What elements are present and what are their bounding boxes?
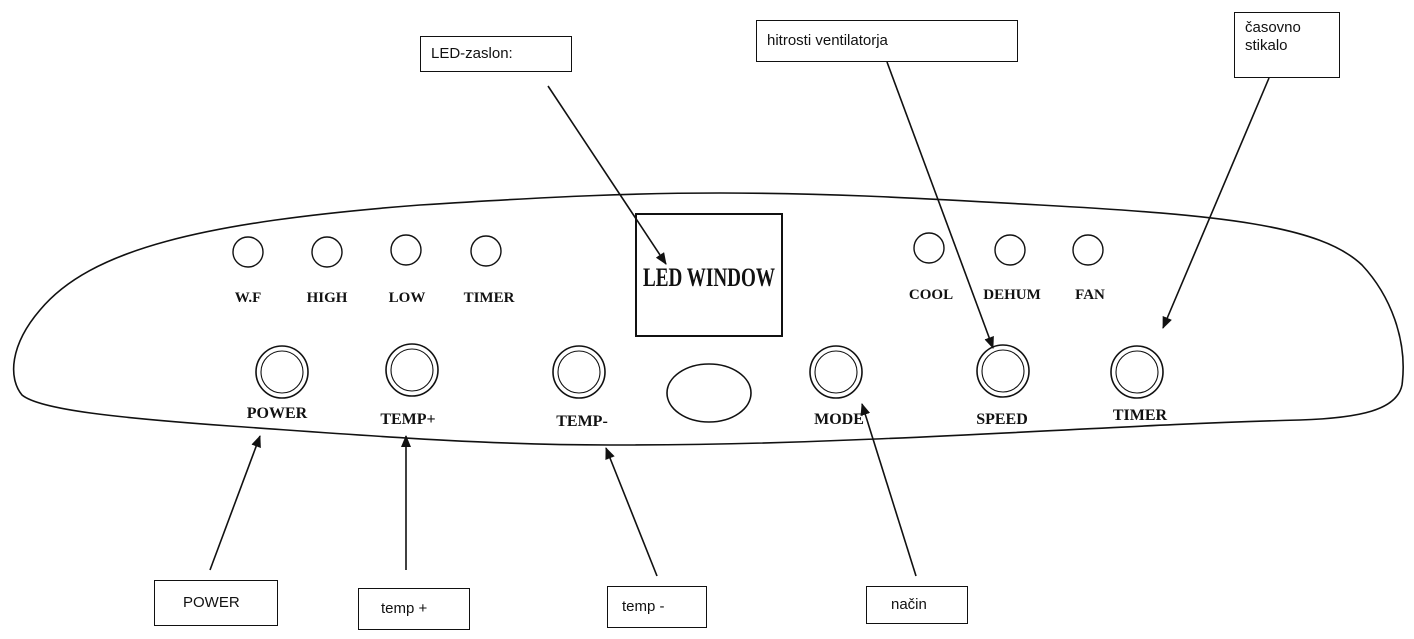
- indicator-light: [470, 235, 502, 267]
- indicator-light: [232, 236, 264, 268]
- panel-outline: [12, 192, 1404, 446]
- callout-timer-switch-text: časovno stikalo: [1245, 19, 1301, 54]
- button-label-speed: SPEED: [976, 411, 1028, 428]
- indicator-label-wf: W.F: [235, 290, 262, 306]
- callout-temp-minus: temp -: [607, 586, 707, 628]
- indicator-label-dehum: DEHUM: [983, 287, 1041, 303]
- indicator-label-low: LOW: [389, 290, 426, 306]
- speed-button[interactable]: [976, 344, 1030, 398]
- timer-button[interactable]: [1110, 345, 1164, 399]
- mode-button[interactable]: [809, 345, 863, 399]
- indicator-label-fan: FAN: [1075, 287, 1105, 303]
- indicator-label-timer: TIMER: [464, 290, 515, 306]
- button-label-temp-minus: TEMP-: [556, 413, 608, 430]
- callout-timer-switch: časovno stikalo: [1234, 12, 1340, 78]
- arrow-mode: [860, 403, 917, 577]
- callout-mode: način: [866, 586, 968, 624]
- callout-temp-plus: temp +: [358, 588, 470, 630]
- temp-plus-button[interactable]: [385, 343, 439, 397]
- led-window: LED WINDOW: [635, 213, 783, 337]
- button-label-temp-plus: TEMP+: [380, 411, 435, 428]
- arrow-power: [209, 435, 261, 571]
- led-window-label: LED WINDOW: [643, 263, 775, 292]
- temp-minus-button[interactable]: [552, 345, 606, 399]
- indicator-light: [994, 234, 1026, 266]
- indicator-light: [311, 236, 343, 268]
- indicator-light: [1072, 234, 1104, 266]
- center-oval: [666, 363, 752, 423]
- callout-led-display: LED-zaslon:: [420, 36, 572, 72]
- power-button[interactable]: [255, 345, 309, 399]
- indicator-label-cool: COOL: [909, 287, 953, 303]
- indicator-light: [913, 232, 945, 264]
- callout-fan-speed: hitrosti ventilatorja: [756, 20, 1018, 62]
- arrow-fan-speed: [886, 61, 994, 349]
- arrow-timer-switch: [1162, 77, 1270, 329]
- arrow-led: [547, 85, 667, 265]
- callout-power: POWER: [154, 580, 278, 626]
- arrow-temp-minus: [605, 447, 658, 577]
- button-label-power: POWER: [247, 405, 308, 422]
- indicator-label-high: HIGH: [307, 290, 348, 306]
- button-label-timer: TIMER: [1113, 407, 1168, 424]
- indicator-light: [390, 234, 422, 266]
- button-label-mode: MODE: [814, 411, 864, 428]
